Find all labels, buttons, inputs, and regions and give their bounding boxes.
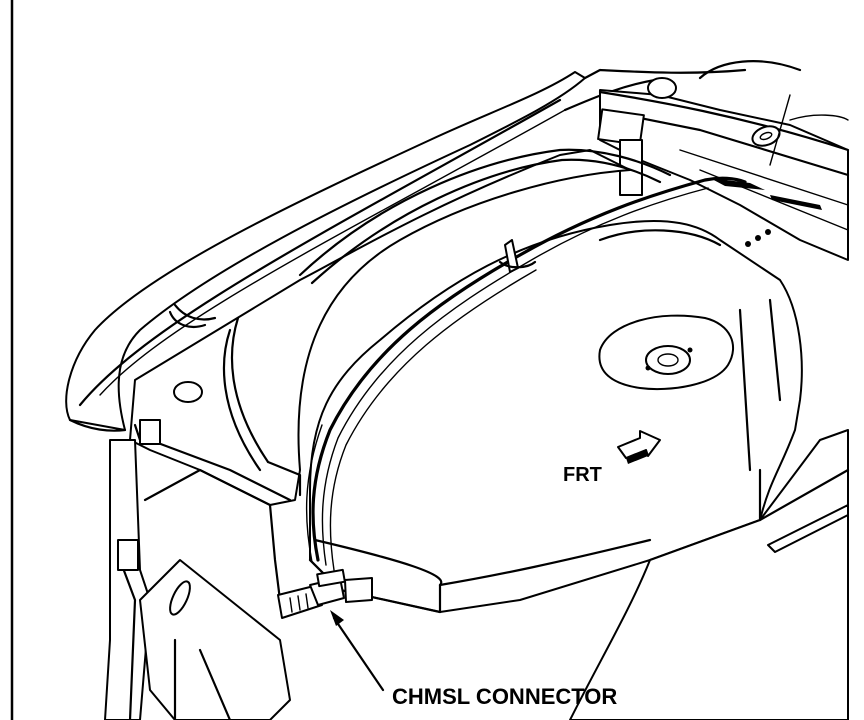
chmsl-connector [277, 568, 373, 619]
leader-arrow-icon [330, 610, 385, 692]
wiring-harness [305, 176, 747, 571]
rear-body-panel [597, 60, 850, 261]
rear-deck-panel [65, 68, 747, 432]
lower-left-structure [104, 439, 291, 720]
front-direction-arrow-icon [617, 430, 661, 464]
trunk-floor [569, 429, 850, 720]
chmsl-connector-label: CHMSL CONNECTOR [392, 684, 617, 709]
left-inner-panel [129, 149, 631, 506]
arch-trim [298, 148, 672, 285]
front-direction-label: FRT [563, 464, 602, 486]
wheelhouse [308, 219, 803, 614]
